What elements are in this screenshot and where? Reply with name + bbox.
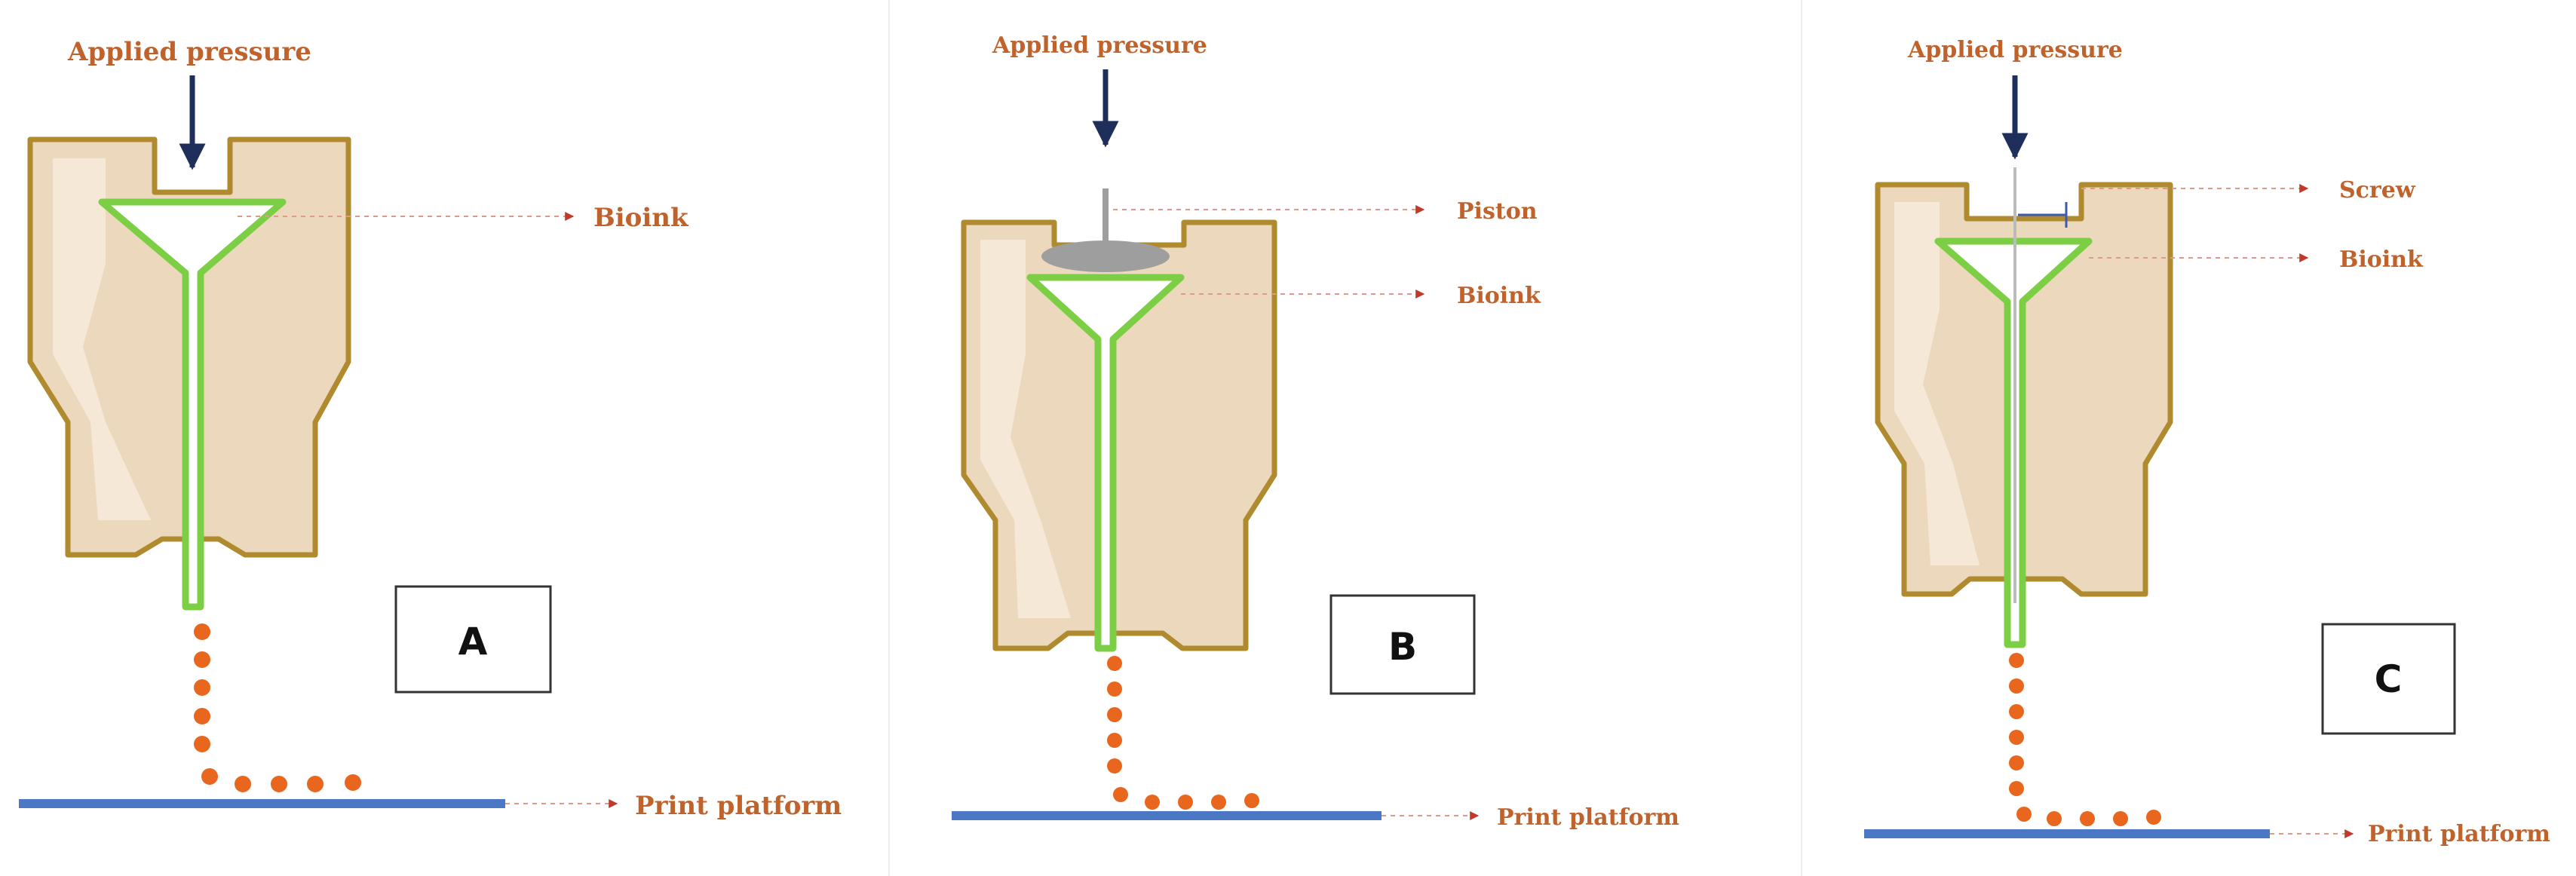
- panel-a-droplets: [194, 623, 361, 792]
- panel-b-housing-highlight: [980, 240, 1071, 618]
- panel-a-housing-highlight: [53, 158, 151, 520]
- panel-b-droplets: [1107, 656, 1259, 810]
- panel-b-label-box: [1329, 594, 1476, 695]
- panel-divider-1: [888, 0, 890, 876]
- panel-c-bioink-label: Bioink: [2339, 247, 2424, 273]
- panel-a-funnel: [98, 198, 287, 611]
- panel-c-pressure-label: Applied pressure: [1907, 37, 2123, 63]
- panel-c-housing-highlight: [1894, 202, 1980, 565]
- panel-c-droplets: [2009, 653, 2161, 826]
- panel-b-box-letter: B: [1388, 625, 1417, 669]
- panel-c: Applied pressure Screw Bioink C Print pl…: [1864, 37, 2550, 847]
- panel-b-piston-head: [1041, 240, 1170, 272]
- panel-c-screw-marker: [2018, 202, 2068, 228]
- panel-a-pressure-label: Applied pressure: [67, 37, 311, 67]
- panel-divider-2: [1801, 0, 1802, 876]
- panel-c-screw-label: Screw: [2339, 177, 2416, 204]
- panel-a-platform-label: Print platform: [635, 791, 842, 821]
- panel-a-label-box: [394, 585, 552, 694]
- panel-c-box-letter: C: [2375, 657, 2403, 701]
- panel-c-platform-label: Print platform: [2368, 821, 2550, 847]
- panel-b-funnel: [1026, 274, 1185, 652]
- panel-b-piston-label: Piston: [1457, 198, 1538, 225]
- panel-c-label-box: [2321, 623, 2456, 735]
- panel-a-bioink-label: Bioink: [593, 203, 689, 233]
- panel-a: Applied pressure Bioink A Print platform: [19, 37, 842, 821]
- panel-b-platform-label: Print platform: [1497, 804, 1679, 831]
- panel-b-pressure-label: Applied pressure: [992, 32, 1207, 59]
- panel-b: Applied pressure Piston Bioink B Print p…: [952, 32, 1679, 831]
- panel-a-box-letter: A: [458, 620, 488, 663]
- panel-b-bioink-label: Bioink: [1457, 283, 1541, 309]
